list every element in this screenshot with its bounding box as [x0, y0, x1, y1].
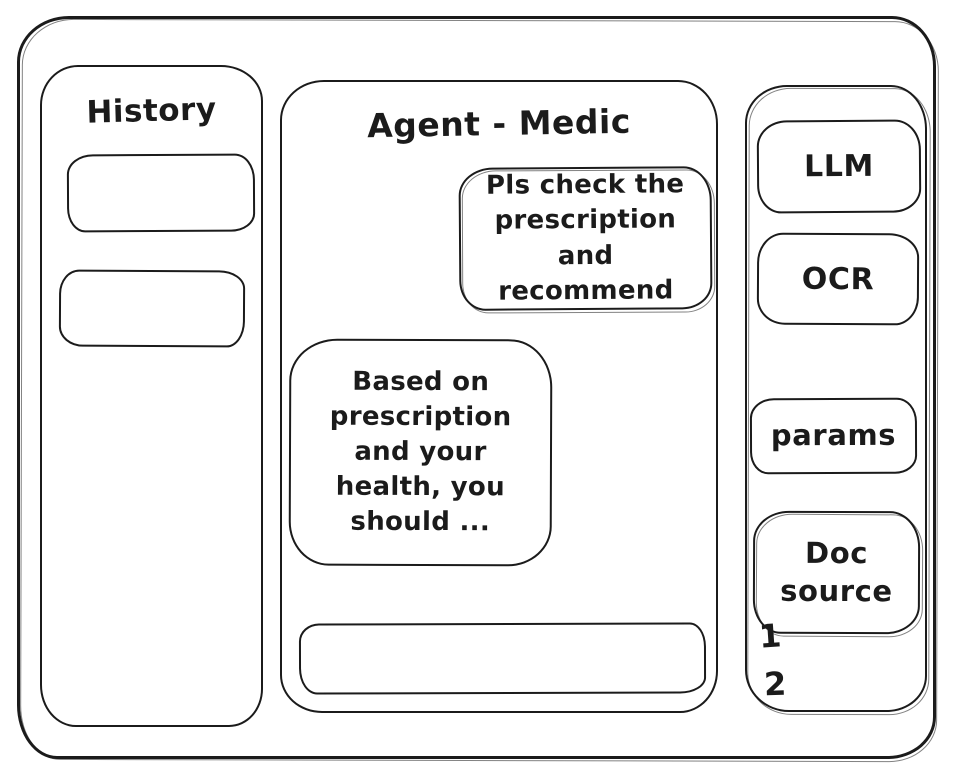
ocr-button[interactable]: OCR: [756, 232, 920, 326]
message-input[interactable]: [300, 624, 705, 693]
user-message-bubble: Pls check the prescription and recommend: [458, 166, 713, 311]
message-input-bar[interactable]: [298, 622, 707, 695]
history-item[interactable]: [66, 153, 256, 233]
chat-panel: Agent - Medic Pls check the prescription…: [280, 80, 718, 713]
doc-source-item-2[interactable]: 2: [763, 664, 787, 704]
agent-message-bubble: Based on prescription and your health, y…: [288, 338, 553, 567]
history-item[interactable]: [58, 269, 246, 348]
doc-source-item-1[interactable]: 1: [757, 616, 783, 656]
window-frame: History Agent - Medic Pls check the pres…: [17, 16, 936, 759]
history-title: History: [85, 91, 218, 131]
chat-title: Agent - Medic: [366, 101, 632, 146]
params-button[interactable]: params: [749, 397, 918, 475]
history-sidebar: History: [40, 65, 263, 727]
llm-button[interactable]: LLM: [756, 119, 922, 214]
tools-rail: LLM OCR params Doc source 1 2: [745, 85, 927, 712]
